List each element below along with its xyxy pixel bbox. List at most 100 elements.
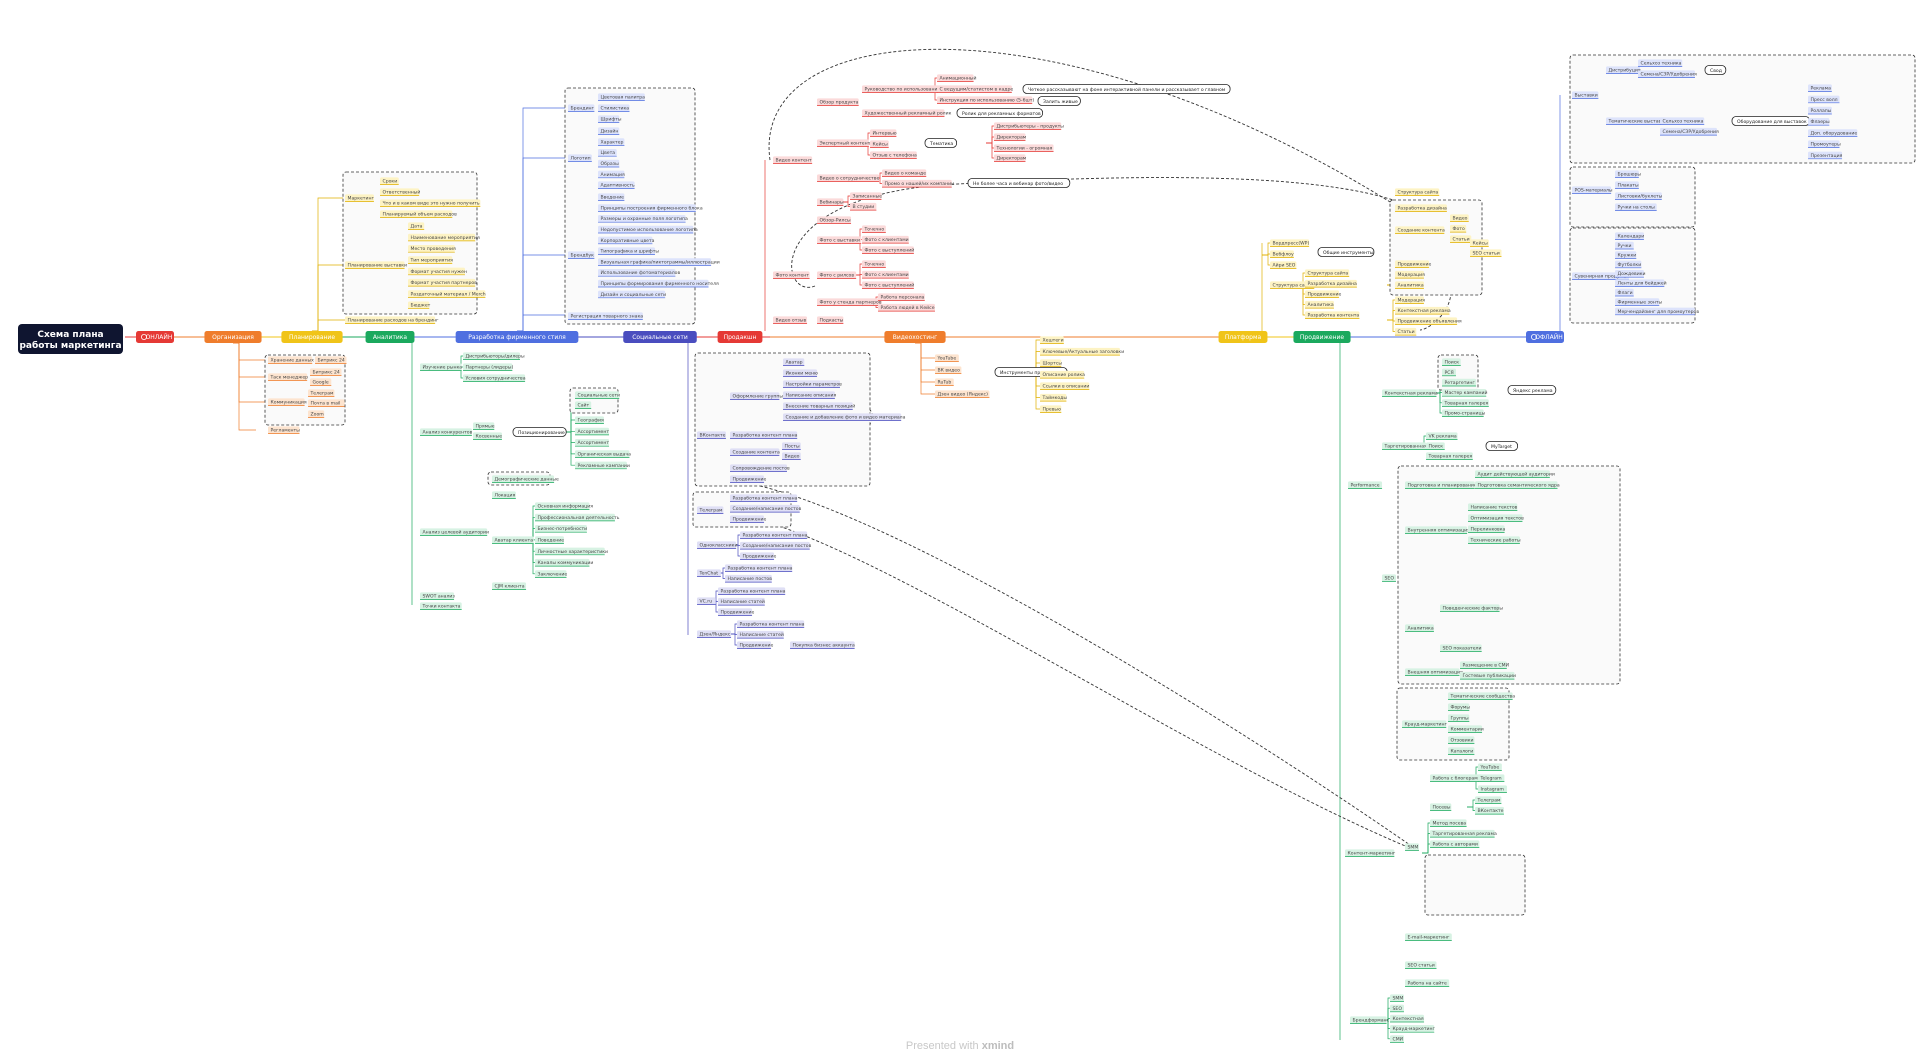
topic-node[interactable]: Настройки параметров — [783, 380, 842, 388]
topic-node[interactable]: Фото с выступлений — [862, 246, 914, 254]
topic-node[interactable]: Разработка контент плана — [718, 587, 786, 595]
topic-node[interactable]: Структура сайта — [1395, 188, 1440, 196]
topic-node[interactable]: Покупка бизнес аккаунта — [790, 641, 855, 649]
topic-node[interactable]: Регламенты — [268, 426, 300, 434]
topic-node[interactable]: Instagram — [1478, 785, 1507, 793]
topic-node[interactable]: SEO — [1390, 1004, 1404, 1013]
topic-node[interactable]: Таск менеджер — [268, 373, 308, 381]
main-topic-online[interactable]: ОНЛАЙН — [136, 331, 174, 343]
topic-node[interactable]: SEO статьи — [1405, 961, 1437, 969]
topic-node[interactable]: SEO — [1382, 574, 1396, 582]
topic-node[interactable]: Телеграм — [1475, 796, 1502, 804]
topic-node[interactable]: Продвижение — [1305, 290, 1342, 298]
topic-node[interactable]: Видео отзыв — [773, 316, 808, 324]
topic-node[interactable]: Размеры и охранные поля логотипа — [598, 215, 688, 223]
topic-node[interactable]: Ассортимент — [575, 439, 609, 447]
topic-node[interactable]: Создание/написание постов — [730, 504, 802, 513]
topic-node[interactable]: Кейсы — [1470, 239, 1489, 247]
topic-node[interactable]: Поведенческие факторы — [1440, 604, 1503, 612]
topic-node[interactable]: Написание описания — [783, 391, 837, 399]
topic-node[interactable]: Вордпресс(WP) — [1270, 239, 1309, 247]
topic-node[interactable]: Планируемый объем расходов — [380, 210, 457, 218]
topic-node[interactable]: Образы — [598, 159, 620, 168]
main-topic-social[interactable]: Социальные сети — [623, 331, 697, 343]
topic-node[interactable]: Контекстная реклама — [1382, 389, 1438, 397]
topic-node[interactable]: Дистрибьютеры - продукты — [994, 122, 1064, 130]
topic-node[interactable]: Логотип — [568, 154, 592, 162]
topic-node[interactable]: Внешняя оптимизация — [1405, 668, 1463, 676]
topic-node[interactable]: Фото у стенда партнеров — [817, 298, 882, 306]
topic-node[interactable]: SWOT анализ — [420, 592, 455, 600]
topic-node[interactable]: SEO показатели — [1440, 644, 1482, 652]
topic-node[interactable]: Шрифты — [598, 115, 622, 123]
topic-node[interactable]: Подкасты — [817, 316, 844, 324]
topic-node[interactable]: Бюджет — [408, 301, 431, 310]
topic-node[interactable]: Корпоративные цвета — [598, 236, 655, 245]
topic-node[interactable]: VC.ru — [697, 597, 716, 605]
topic-node[interactable]: Наименование мероприятия — [408, 233, 480, 242]
topic-node[interactable]: Недопустимое использование логотипа — [598, 225, 698, 234]
topic-node[interactable]: Продвижение — [730, 475, 767, 483]
topic-node[interactable]: Листовки/буклеты — [1615, 192, 1663, 200]
topic-node[interactable]: Экспертный контент — [817, 139, 871, 147]
topic-node[interactable]: Аналитика — [1305, 300, 1334, 309]
topic-node[interactable]: Крауд-маркетинг — [1402, 720, 1448, 728]
main-topic-platform[interactable]: Платформа — [1218, 331, 1268, 343]
topic-node[interactable]: Раздаточный материал / Merch — [408, 290, 486, 298]
topic-node[interactable]: Разработка дизайна — [1395, 204, 1447, 212]
topic-node[interactable]: Видео — [1450, 214, 1469, 222]
topic-node[interactable]: Фото с выступлений — [862, 281, 914, 289]
topic-node[interactable]: Продвижение — [718, 608, 755, 616]
topic-node[interactable]: Точечно — [862, 225, 886, 233]
topic-node[interactable]: Семена/СЗР/Удобрения — [1660, 127, 1719, 136]
topic-node[interactable]: Каталоги — [1448, 747, 1475, 755]
topic-node[interactable]: ВКонтакте — [697, 431, 726, 439]
topic-node[interactable]: Календари — [1615, 232, 1644, 240]
topic-node[interactable]: Одноклассники — [697, 541, 737, 549]
topic-node[interactable]: Айри SEO — [1270, 261, 1297, 269]
topic-node[interactable]: С ведущим/статистом в кадре — [937, 85, 1013, 93]
topic-node[interactable]: Работа с блогерами — [1430, 774, 1482, 782]
topic-node[interactable]: E-mail-маркетинг — [1405, 933, 1452, 941]
topic-node[interactable]: Использование фотоматериалов — [598, 269, 680, 277]
topic-node[interactable]: Каналы коммуникации — [535, 558, 593, 567]
topic-node[interactable]: Точечно — [862, 260, 886, 268]
topic-node[interactable]: Место проведения — [408, 245, 456, 253]
topic-node[interactable]: Ассортимент — [575, 427, 609, 436]
main-topic-org[interactable]: Организация — [204, 331, 262, 343]
topic-node[interactable]: Оптимизация текстов — [1468, 514, 1524, 522]
topic-node[interactable]: Фирменные зонты — [1615, 298, 1663, 306]
topic-node[interactable]: Роллапы — [1808, 106, 1832, 115]
callout-node[interactable]: MyTarget — [1485, 441, 1519, 451]
topic-node[interactable]: Превью — [1040, 405, 1062, 413]
topic-node[interactable]: Дождевики — [1615, 270, 1646, 278]
topic-node[interactable]: Записанные — [850, 192, 882, 200]
main-topic-brand[interactable]: Разработка фирменного стиля — [455, 331, 579, 343]
topic-node[interactable]: Сельхоз техника — [1638, 59, 1683, 67]
topic-node[interactable]: Адаптивность — [598, 181, 635, 189]
callout-node[interactable]: Залить живые — [1037, 96, 1081, 106]
topic-node[interactable]: Брошюры — [1615, 170, 1641, 178]
topic-node[interactable]: Анимационный — [937, 74, 976, 82]
topic-node[interactable]: Ретаргетинг — [1442, 378, 1477, 387]
topic-node[interactable]: Разработка дизайна — [1305, 279, 1357, 288]
topic-node[interactable]: Группы — [1448, 714, 1470, 722]
topic-node[interactable]: Продвижение — [740, 552, 777, 560]
topic-node[interactable]: Доп. оборудование — [1808, 129, 1857, 137]
topic-node[interactable]: Написание текстов — [1468, 503, 1518, 511]
topic-node[interactable]: Продвижение — [730, 515, 767, 523]
topic-node[interactable]: Дизайн и социальные сети — [598, 290, 666, 299]
callout-node[interactable]: Общие инструменты — [1317, 247, 1375, 257]
topic-node[interactable]: Поиск — [1442, 358, 1461, 366]
topic-node[interactable]: Telegram — [1478, 774, 1505, 782]
topic-node[interactable]: Принципы формирования фирменного носител… — [598, 279, 719, 288]
topic-node[interactable]: Локация — [492, 491, 516, 499]
topic-node[interactable]: Работа персонала — [878, 293, 925, 301]
topic-node[interactable]: Структура сайта — [1305, 269, 1350, 277]
topic-node[interactable]: География — [575, 416, 604, 424]
topic-node[interactable]: Мастер кампаний — [1442, 389, 1488, 397]
topic-node[interactable]: Директорам — [994, 133, 1027, 141]
topic-node[interactable]: Фото с клиентами — [862, 235, 909, 244]
topic-node[interactable]: Дистрибьюторы/дилеры — [463, 352, 525, 360]
topic-node[interactable]: Ссылки в описании — [1040, 382, 1090, 390]
